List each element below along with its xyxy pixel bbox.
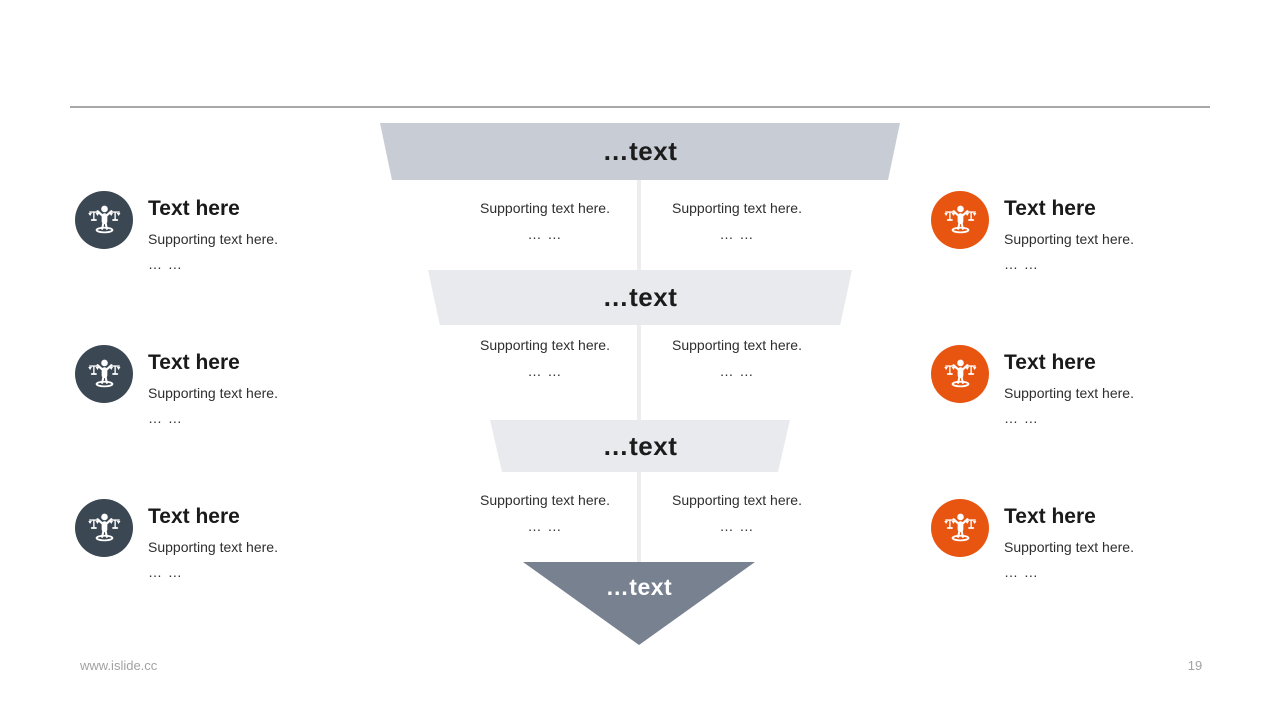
item-ellipsis: … … [1004,256,1039,273]
left-item-3: Text here Supporting text here. … … [75,499,363,580]
funnel-support-row3-right: Supporting text here. … … [637,492,837,534]
item-ellipsis: … … [148,410,183,427]
item-title: Text here [1004,197,1096,220]
funnel-level-3-label: …text [602,430,678,461]
left-item-2-text: Text here Supporting text here. … … [148,345,363,426]
item-supporting-text: Supporting text here. [1004,231,1134,248]
support-text: Supporting text here. [480,200,610,216]
funnel-support-row2-right: Supporting text here. … … [637,337,837,379]
left-item-1-text: Text here Supporting text here. … … [148,191,363,272]
justice-scales-icon [75,345,133,403]
funnel-level-1: …text [380,123,900,180]
left-item-2: Text here Supporting text here. … … [75,345,363,426]
support-text: Supporting text here. [480,337,610,353]
right-item-3: Text here Supporting text here. … … [931,499,1219,580]
justice-scales-icon [75,499,133,557]
justice-scales-icon [931,499,989,557]
right-item-2: Text here Supporting text here. … … [931,345,1219,426]
item-ellipsis: … … [148,256,183,273]
funnel-level-1-label: …text [602,136,678,166]
funnel-support-row3-left: Supporting text here. … … [445,492,645,534]
support-text: Supporting text here. [672,492,802,508]
funnel-support-row2-left: Supporting text here. … … [445,337,645,379]
item-supporting-text: Supporting text here. [148,539,278,556]
item-ellipsis: … … [1004,410,1039,427]
right-item-1: Text here Supporting text here. … … [931,191,1219,272]
item-title: Text here [1004,351,1096,374]
item-ellipsis: … … [148,564,183,581]
item-supporting-text: Supporting text here. [1004,385,1134,402]
justice-scales-icon [931,345,989,403]
footer-website: www.islide.cc [80,658,158,673]
top-divider-rule [70,106,1210,108]
support-ellipsis: … … [719,363,755,379]
support-ellipsis: … … [527,518,563,534]
item-title: Text here [148,351,240,374]
justice-scales-icon [75,191,133,249]
item-supporting-text: Supporting text here. [148,231,278,248]
item-supporting-text: Supporting text here. [1004,539,1134,556]
support-text: Supporting text here. [672,337,802,353]
item-ellipsis: … … [1004,564,1039,581]
page-number: 19 [1187,658,1203,673]
funnel-level-3: …text [490,420,790,472]
support-text: Supporting text here. [672,200,802,216]
support-ellipsis: … … [527,226,563,242]
left-item-3-text: Text here Supporting text here. … … [148,499,363,580]
right-item-3-text: Text here Supporting text here. … … [1004,499,1219,580]
funnel-level-4-label: …text [605,574,673,600]
funnel-support-row1-left: Supporting text here. … … [445,200,645,242]
funnel-support-row1-right: Supporting text here. … … [637,200,837,242]
item-title: Text here [1004,505,1096,528]
item-title: Text here [148,505,240,528]
funnel-level-2-label: …text [602,282,678,312]
funnel-level-2: …text [428,270,852,325]
left-item-1: Text here Supporting text here. … … [75,191,363,272]
support-text: Supporting text here. [480,492,610,508]
justice-scales-icon [931,191,989,249]
support-ellipsis: … … [719,518,755,534]
right-item-2-text: Text here Supporting text here. … … [1004,345,1219,426]
item-supporting-text: Supporting text here. [148,385,278,402]
item-title: Text here [148,197,240,220]
funnel-level-4-triangle: …text [523,562,755,645]
funnel-center-line [637,178,641,606]
support-ellipsis: … … [719,226,755,242]
right-item-1-text: Text here Supporting text here. … … [1004,191,1219,272]
support-ellipsis: … … [527,363,563,379]
